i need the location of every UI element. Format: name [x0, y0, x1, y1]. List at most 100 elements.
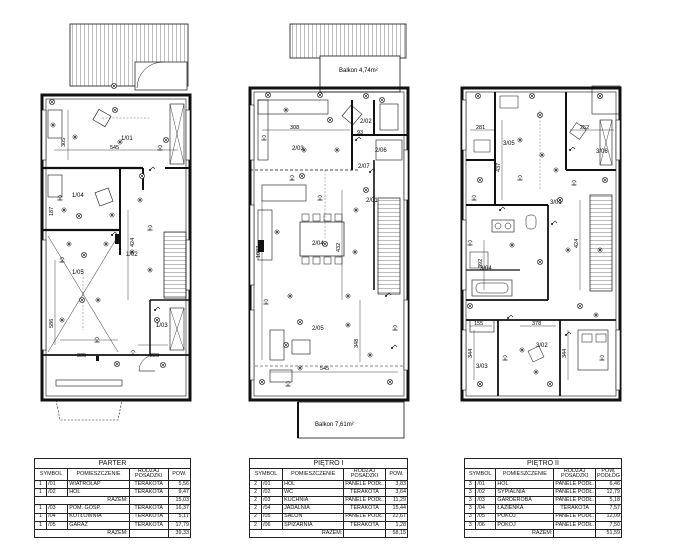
- symbol-level: 3: [463, 496, 477, 506]
- room-name: WIATROŁAP: [67, 479, 130, 490]
- col-header: RODZAJ POSADZKI: [128, 468, 169, 481]
- symbol-level: 2: [248, 496, 263, 506]
- room-name: KOTŁOWNIA: [67, 512, 130, 522]
- floor-type: TERAKOTA: [553, 504, 596, 514]
- col-header: POMIESZCZENIE: [495, 468, 555, 481]
- room-table-parter: PARTER SYMBOL POMIESZCZENIE RODZAJ POSAD…: [33, 458, 192, 539]
- symbol-code: /04: [261, 504, 284, 514]
- room-name: JADALNIA: [282, 504, 345, 514]
- dimension-label: 344: [468, 349, 474, 358]
- total-value: 51,59: [594, 528, 623, 539]
- total-value: 58,15: [384, 528, 409, 539]
- symbol-level: 3: [463, 479, 477, 490]
- room-area: 17,79: [167, 520, 192, 530]
- dimension-label: 305: [61, 138, 67, 147]
- col-header: SYMBOL: [248, 468, 284, 481]
- parter-electrical-symbols: [49, 83, 169, 368]
- room-label: 2/05: [312, 326, 324, 332]
- room-name: SYPIALNIA: [495, 487, 555, 498]
- dimension-label: 1097: [256, 246, 262, 258]
- room-label: 2/07: [358, 164, 370, 170]
- dimension-label: 252: [580, 125, 589, 131]
- dimension-label: 545: [110, 145, 119, 151]
- dimension-label: 155: [474, 321, 483, 327]
- room-table-pietro-1: PIĘTRO I SYMBOL POMIESZCZENIE RODZAJ POS…: [248, 458, 409, 539]
- symbol-level: 3: [463, 504, 477, 514]
- total-label: RAZEM:: [34, 528, 130, 539]
- symbol-level: 3: [463, 487, 477, 498]
- room-name: SALON: [282, 512, 345, 522]
- symbol-level: 2: [248, 487, 263, 498]
- dimension-label: 344: [562, 349, 568, 358]
- symbol-code: /03: [261, 496, 284, 506]
- symbol-code: /05: [261, 512, 284, 522]
- room-label: 1/02: [126, 252, 138, 258]
- dimension-label: 424: [574, 239, 580, 248]
- total-label: RAZEM:: [248, 528, 345, 539]
- symbol-code: /05: [475, 512, 497, 522]
- room-name: POM. GOSP.: [67, 504, 130, 514]
- symbol-code: /03: [475, 496, 497, 506]
- room-label: 3/02: [536, 343, 548, 349]
- floor-type: PANELE PODŁ.: [553, 487, 596, 498]
- room-label: 1/01: [121, 136, 133, 142]
- col-header: RODZAJ POSADZKI: [343, 468, 386, 481]
- col-header: SYMBOL: [463, 468, 497, 481]
- room-label: 3/03: [476, 364, 488, 370]
- room-label: 1/03: [156, 323, 168, 329]
- room-area: 15,44: [384, 504, 409, 514]
- room-area: 11,29: [384, 496, 409, 506]
- dimension-label: 424: [130, 238, 136, 247]
- dimension-label: 432: [336, 243, 342, 252]
- dimension-label: 308: [290, 125, 299, 131]
- symbol-code: /04: [475, 504, 497, 514]
- floor-type: TERAKOTA: [128, 479, 169, 490]
- dimension-label: 545: [320, 366, 329, 372]
- room-area: 22,67: [384, 512, 409, 522]
- symbol-level: 2: [248, 504, 263, 514]
- table-row: RAZEM:15,03: [34, 496, 192, 506]
- table-title: PARTER: [34, 458, 191, 469]
- floor-type: TERAKOTA: [128, 512, 169, 522]
- col-header: POW. PODŁÓG: [594, 468, 623, 481]
- room-name: KUCHNIA: [282, 496, 345, 506]
- balcony-label: Balkon 7,61m²: [315, 422, 354, 428]
- subtotal-value: 15,03: [167, 496, 192, 506]
- floor-type: PANELE PODŁ.: [343, 512, 386, 522]
- room-label: 1/05: [72, 270, 84, 276]
- dimension-label: 281: [476, 125, 485, 131]
- symbol-level: 1: [33, 512, 48, 522]
- col-header: RODZAJ POSADZKI: [553, 468, 596, 481]
- dimension-label: 93: [357, 130, 363, 136]
- room-label: 2/01: [366, 198, 378, 204]
- room-name: HOL: [282, 479, 345, 490]
- symbol-level: 1: [33, 487, 48, 498]
- symbol-level: 2: [248, 520, 263, 530]
- room-area: 6,46: [594, 479, 623, 490]
- symbol-level: 2: [248, 479, 263, 490]
- floor-type: TERAKOTA: [343, 504, 386, 514]
- plan-pietro-1: [248, 23, 410, 439]
- room-label: 3/06: [596, 149, 608, 155]
- col-header: POW.: [384, 468, 409, 481]
- floor-type: TERAKOTA: [343, 487, 386, 498]
- balcony-label: Balkon 4,74m²: [339, 68, 378, 74]
- symbol-code: /03: [46, 504, 69, 514]
- symbol-code: /01: [261, 479, 284, 490]
- room-area: 16,37: [167, 504, 192, 514]
- room-name: GARAŻ: [67, 520, 130, 530]
- room-name: ŁAZIENKA: [495, 504, 555, 514]
- pietro2-room-labels: 3/05 3/06 3/01 3/04 3/02 3/03: [476, 141, 608, 370]
- symbol-level: 2: [248, 512, 263, 522]
- dimension-label: 586: [49, 319, 55, 328]
- col-header: POW.: [167, 468, 192, 481]
